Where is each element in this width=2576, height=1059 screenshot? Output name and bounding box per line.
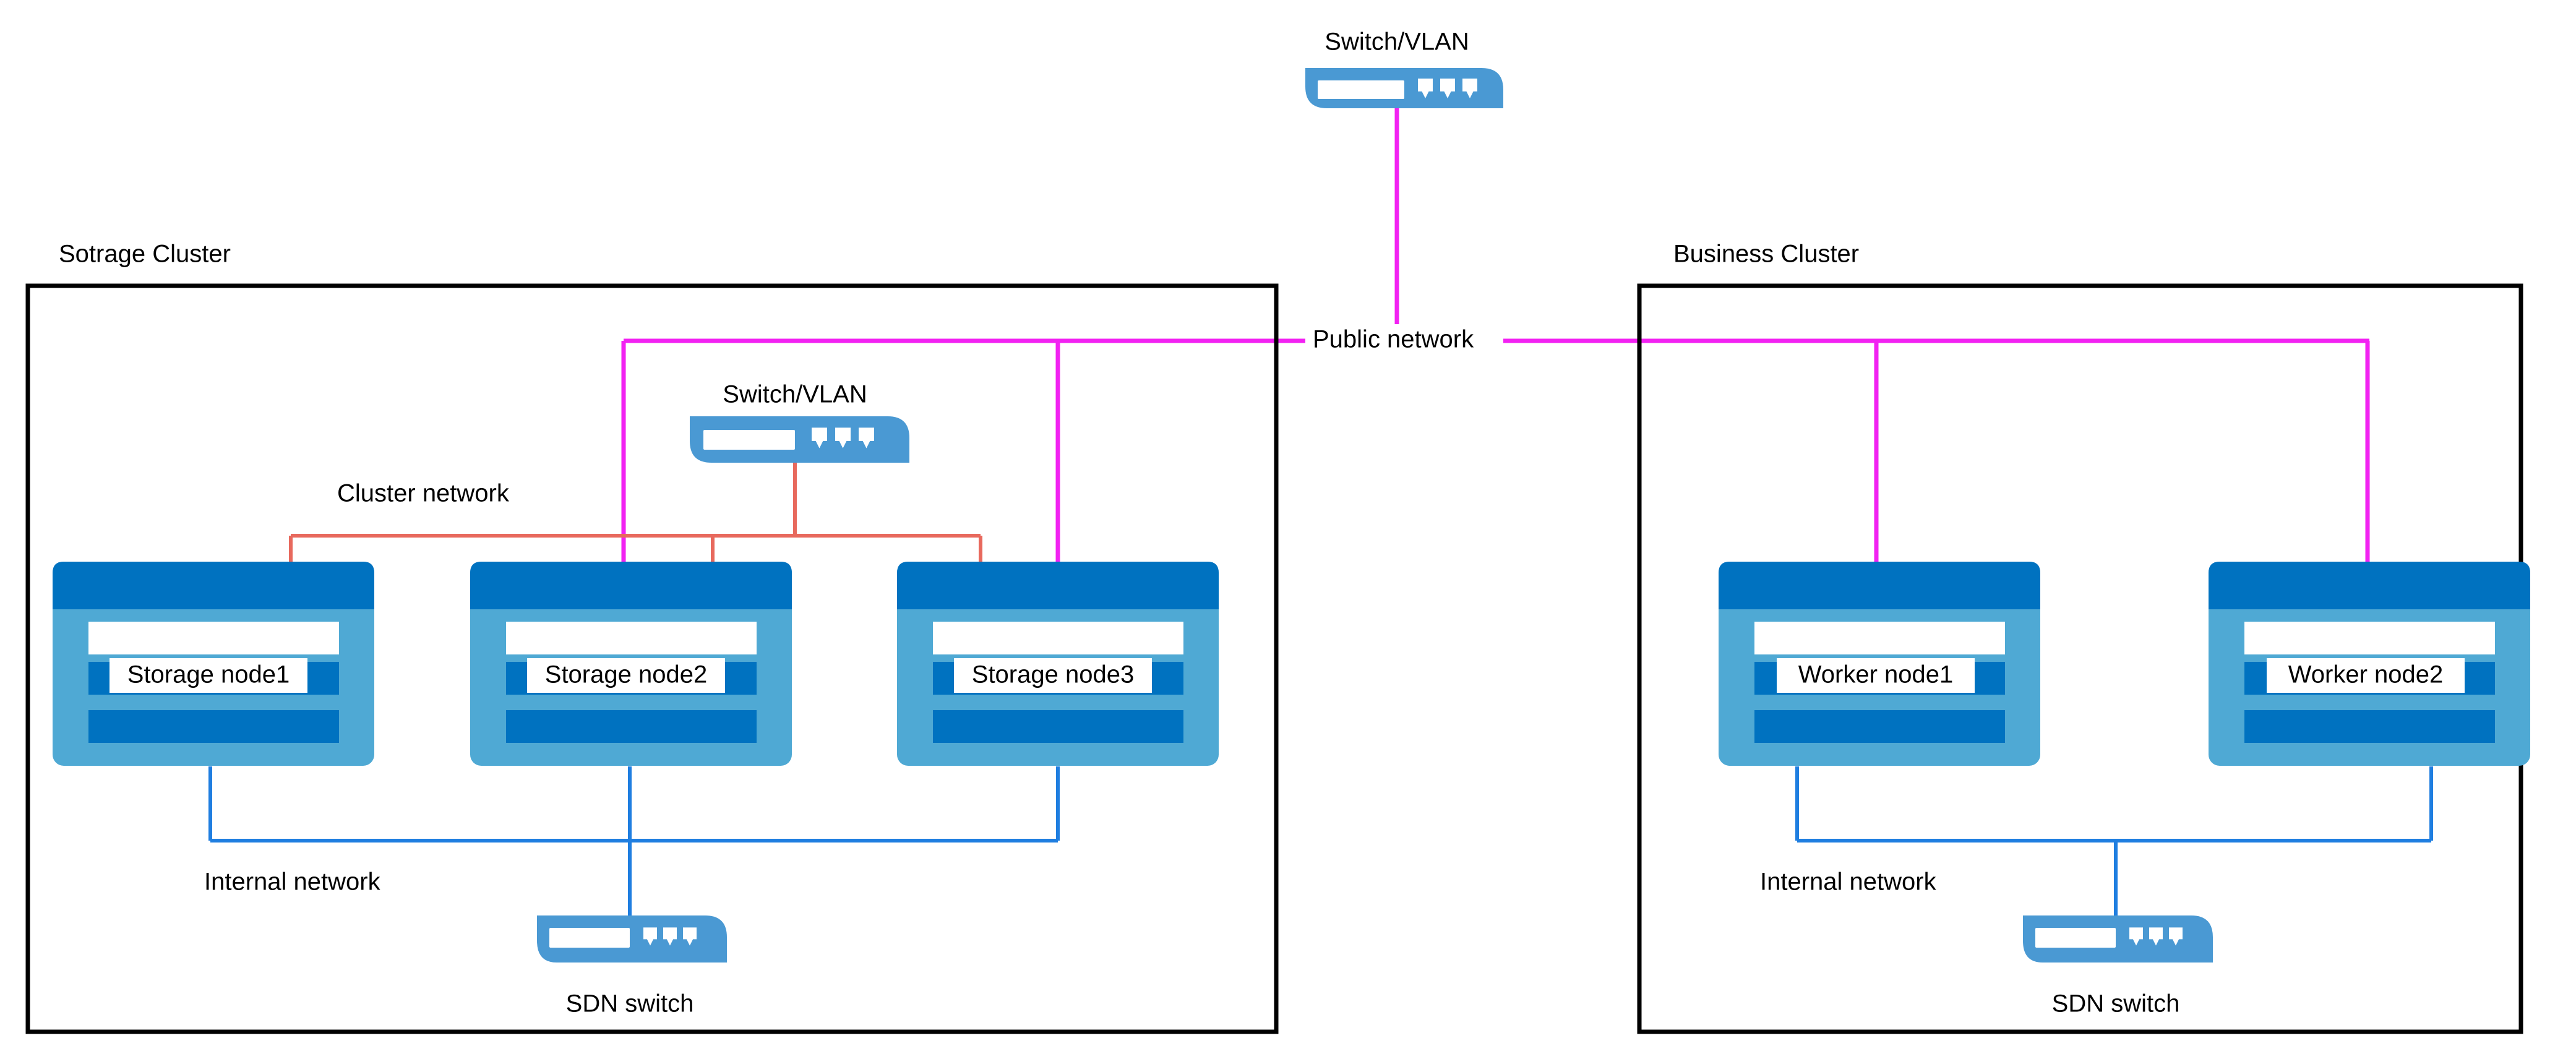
switch-icon[interactable] [1305,68,1503,108]
storage-internal-network-wires [208,766,1060,915]
worker-node-2-label: Worker node2 [2288,661,2444,688]
business-cluster-title: Business Cluster [1673,241,1859,268]
server-slot-drive-2 [2244,710,2495,743]
server-slot-drive-2 [933,710,1183,743]
storage-node-3-label: Storage node3 [972,661,1134,688]
node-label-plate [954,658,1152,693]
switch-icon[interactable] [2023,915,2213,963]
cluster-network-label: Cluster network [337,480,510,507]
server-header-bar [1719,562,2040,609]
storage-internal-network-label: Internal network [204,868,381,896]
storage-node-2-label: Storage node2 [545,661,707,688]
storage-sdn-switch-caption: SDN switch [566,990,694,1018]
server-slot-drive-2 [506,710,757,743]
switch-body-shape [537,915,727,963]
storage-node-1[interactable]: Storage node1 [53,562,374,766]
node-label-plate [109,658,307,693]
server-slot-blank [933,622,1183,654]
business-sdn-switch-group[interactable]: SDN switch [2023,915,2213,1018]
business-internal-network-wires [1795,766,2433,915]
worker-node-1[interactable]: Worker node1 [1719,562,2040,766]
business-sdn-switch-caption: SDN switch [2052,990,2180,1018]
business-internal-network-label: Internal network [1760,868,1937,896]
switch-body-shape [2023,915,2213,963]
switch-face-panel [549,928,630,948]
server-slot-blank [506,622,757,654]
storage-node-1-label: Storage node1 [127,661,290,688]
storage-switch-caption: Switch/VLAN [723,381,867,408]
server-slot-drive-2 [88,710,339,743]
node-label-plate [2267,658,2465,693]
worker-node-1-label: Worker node1 [1798,661,1954,688]
public-network-label: Public network [1313,326,1474,353]
switch-face-panel [1318,80,1404,99]
top-switch-group[interactable]: Switch/VLAN [1305,28,1503,108]
server-slot-blank [88,622,339,654]
storage-node-3[interactable]: Storage node3 [897,562,1219,766]
server-header-bar [897,562,1219,609]
node-label-plate [1777,658,1975,693]
worker-node-2[interactable]: Worker node2 [2209,562,2530,766]
storage-cluster-title: Sotrage Cluster [59,241,231,268]
server-header-bar [53,562,374,609]
server-slot-drive-2 [1754,710,2005,743]
storage-cluster-box [25,283,1279,1034]
node-label-plate [527,658,725,693]
switch-icon[interactable] [537,915,727,963]
cluster-network-wires [289,463,982,562]
switch-face-panel [703,430,795,450]
switch-body-shape [690,416,909,463]
public-network-label-group: Public network [1310,326,1503,355]
server-header-bar [2209,562,2530,609]
switch-icon[interactable] [690,416,909,463]
storage-node-2[interactable]: Storage node2 [470,562,792,766]
public-network-wires [621,108,2370,562]
server-slot-blank [1754,622,2005,654]
storage-switch-group[interactable]: Switch/VLAN [690,381,909,463]
public-network-label-backdrop [1310,327,1503,355]
storage-sdn-switch-group[interactable]: SDN switch [537,915,727,1018]
top-switch-caption: Switch/VLAN [1324,28,1469,56]
server-slot-blank [2244,622,2495,654]
server-header-bar [470,562,792,609]
switch-face-panel [2035,928,2116,948]
